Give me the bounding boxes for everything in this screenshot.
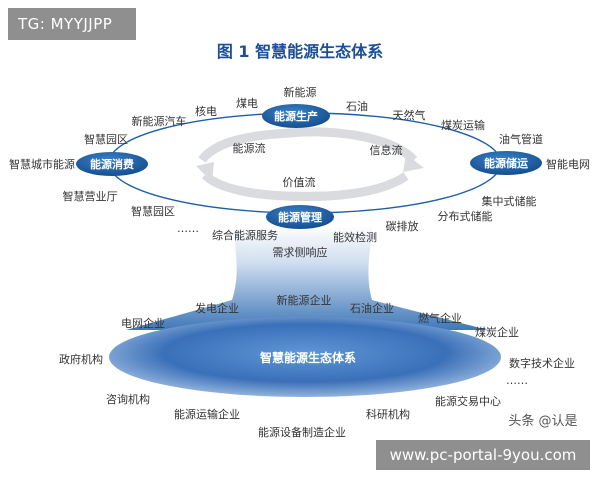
base-label-exchange: 能源交易中心 xyxy=(435,394,501,408)
ring-label-coal-transport: 煤炭运输 xyxy=(441,118,485,132)
ring-label-group: 新能源 煤电 核电 新能源汽车 石油 天然气 煤炭运输 油气管道 智能电网 集中… xyxy=(9,85,590,259)
base-label-oil-co: 石油企业 xyxy=(350,301,394,315)
base-label-new-energy-co: 新能源企业 xyxy=(277,293,332,307)
base-label-transport-co: 能源运输企业 xyxy=(174,407,240,421)
base-label-power-gen: 发电企业 xyxy=(195,301,239,315)
ring-label-central-storage: 集中式储能 xyxy=(482,194,537,208)
ring-label-oil: 石油 xyxy=(346,99,368,113)
node-energy-production: 能源生产 xyxy=(262,104,330,128)
top-tag: TG: MYYJJPP xyxy=(8,8,136,40)
base-label-group: 发电企业 新能源企业 石油企业 电网企业 燃气企业 煤炭企业 政府机构 数字技术… xyxy=(59,293,575,439)
ring-label-nev: 新能源汽车 xyxy=(132,114,187,128)
ring-label-gas: 天然气 xyxy=(393,108,426,122)
base-label-grid-co: 电网企业 xyxy=(121,316,165,330)
energy-flow-label: 能源流 xyxy=(233,141,266,155)
figure-title: 图 1 智慧能源生态体系 xyxy=(217,42,383,61)
ring-label-demand-response: 需求侧响应 xyxy=(273,245,328,259)
watermark: 头条 @认是 xyxy=(508,413,577,429)
node-energy-production-label: 能源生产 xyxy=(274,109,318,123)
node-energy-management-label: 能源管理 xyxy=(278,210,322,224)
base-title: 智慧能源生态体系 xyxy=(259,350,356,365)
ring-label-smart-hall: 智慧营业厅 xyxy=(63,189,118,203)
ring-label-efficiency: 能效检测 xyxy=(333,230,377,244)
ring-label-pipeline: 油气管道 xyxy=(499,132,543,146)
base-label-gas-co: 燃气企业 xyxy=(418,311,462,325)
information-flow-label: 信息流 xyxy=(370,143,403,157)
ring-label-park-lower: 智慧园区 xyxy=(131,204,175,218)
node-energy-management: 能源管理 xyxy=(266,205,334,229)
base-label-coal-co: 煤炭企业 xyxy=(475,325,519,339)
ring-label-nuclear: 核电 xyxy=(195,104,217,118)
base-label-ellipsis: …… xyxy=(506,374,528,387)
ring-label-coal-power: 煤电 xyxy=(236,97,258,110)
value-flow-label: 价值流 xyxy=(283,175,316,189)
base-label-equipment-co: 能源设备制造企业 xyxy=(258,425,346,439)
ring-label-park-upper: 智慧园区 xyxy=(84,132,128,146)
base-label-gov: 政府机构 xyxy=(59,352,103,366)
base-label-research: 科研机构 xyxy=(366,407,410,421)
ring-label-ellipsis: …… xyxy=(177,222,199,235)
ring-label-integrated-service: 综合能源服务 xyxy=(212,228,278,242)
ring-label-new-energy: 新能源 xyxy=(284,85,317,99)
base-label-digital-co: 数字技术企业 xyxy=(509,356,575,370)
node-energy-consumption: 能源消费 xyxy=(76,152,148,176)
node-energy-storage: 能源储运 xyxy=(470,151,542,175)
ring-label-distributed-storage: 分布式储能 xyxy=(438,209,493,223)
base-label-consulting: 咨询机构 xyxy=(106,392,150,406)
node-energy-consumption-label: 能源消费 xyxy=(90,157,134,171)
flow-cycle-arrows xyxy=(196,127,424,201)
funnel-shape xyxy=(126,225,488,330)
ring-label-carbon: 碳排放 xyxy=(386,219,419,233)
node-energy-storage-label: 能源储运 xyxy=(484,156,528,170)
ecosystem-base xyxy=(109,317,501,397)
bottom-url-tag: www.pc-portal-9you.com xyxy=(376,440,590,470)
ring-label-smart-grid: 智能电网 xyxy=(546,157,590,171)
ring-label-smart-city: 智慧城市能源 xyxy=(9,157,75,171)
